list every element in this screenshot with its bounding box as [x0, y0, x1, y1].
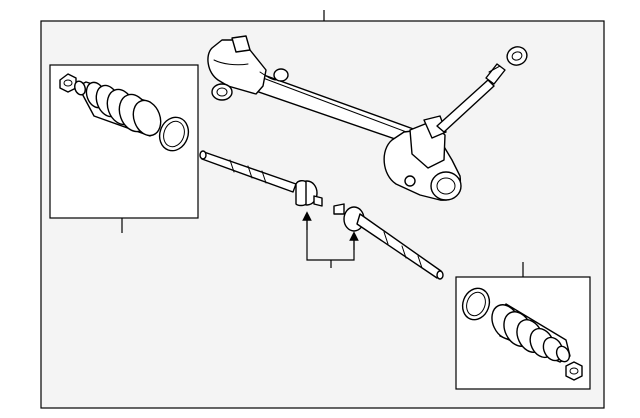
steering-rack-assembly — [207, 35, 528, 201]
tie-rod-callout — [302, 211, 359, 268]
inner-tie-rods — [199, 150, 444, 280]
right-inner-tie-rod — [333, 203, 444, 280]
left-boot-bellows — [74, 80, 162, 137]
left-inner-tie-rod — [199, 150, 323, 207]
right-boot-clamp — [565, 361, 583, 381]
right-boot-kit — [455, 262, 591, 390]
right-boot-bellows — [491, 303, 571, 363]
right-boot-ring-clamp — [461, 287, 491, 321]
left-boot-kit — [49, 64, 199, 233]
left-boot-ring-clamp — [158, 116, 190, 152]
